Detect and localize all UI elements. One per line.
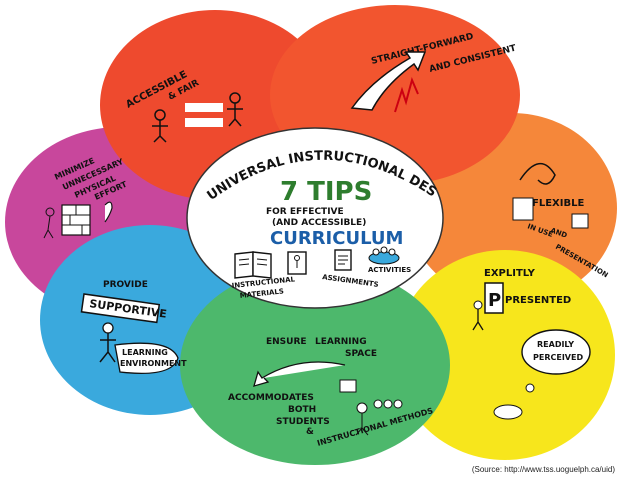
perceived-label: PERCEIVED	[533, 353, 583, 362]
thought-bubble	[521, 329, 591, 375]
presented-initial: P	[488, 290, 501, 311]
source-citation: (Source: http://www.tss.uoguelph.ca/uid)	[471, 465, 615, 474]
petal-yellow	[395, 250, 615, 460]
flexible-figure-icon	[512, 163, 589, 229]
presenter-figure-icon	[472, 300, 484, 331]
readily-label: READILY	[537, 340, 574, 349]
figure-icon	[287, 251, 307, 275]
environment-label: ENVIRONMENT	[120, 359, 187, 368]
assignment-icon	[334, 249, 352, 271]
space-label: SPACE	[345, 349, 377, 359]
arrow-up-icon	[350, 51, 427, 113]
curriculum-label: CURRICULUM	[270, 228, 403, 249]
for-effective: FOR EFFECTIVE	[266, 207, 344, 217]
presented-board	[484, 282, 504, 314]
accommodates-label: ACCOMMODATES	[228, 393, 314, 403]
activities-label: ACTIVITIES	[368, 266, 411, 274]
environment-bubble	[114, 342, 179, 375]
classroom-figures-icon	[339, 379, 403, 436]
equality-icon	[152, 92, 243, 143]
ampersand-label: &	[306, 427, 314, 437]
flexible-label: FLEXIBLE	[532, 198, 584, 209]
supportive-sign	[80, 293, 161, 324]
supportive-figure-icon	[99, 322, 116, 363]
both-label: BOTH	[288, 405, 316, 415]
thinker-head-icon	[493, 404, 523, 420]
activities-icon	[368, 246, 400, 265]
students-label: STUDENTS	[276, 417, 330, 427]
presented-label: PRESENTED	[505, 295, 571, 306]
explitly-label: EXPLITLY	[484, 268, 536, 279]
and-accessible: (AND ACCESSIBLE)	[272, 218, 366, 228]
ensure-label: ENSURE	[266, 337, 307, 347]
brick-wall-icon	[43, 201, 113, 239]
curved-arrow-icon	[253, 361, 346, 387]
tips-count: 7 TIPS	[280, 177, 372, 207]
learning-space-label: LEARNING	[315, 337, 367, 347]
thought-dot	[525, 383, 535, 393]
book-icon	[234, 251, 272, 279]
learning-label: LEARNING	[122, 348, 168, 357]
provide-label: PROVIDE	[103, 280, 148, 290]
